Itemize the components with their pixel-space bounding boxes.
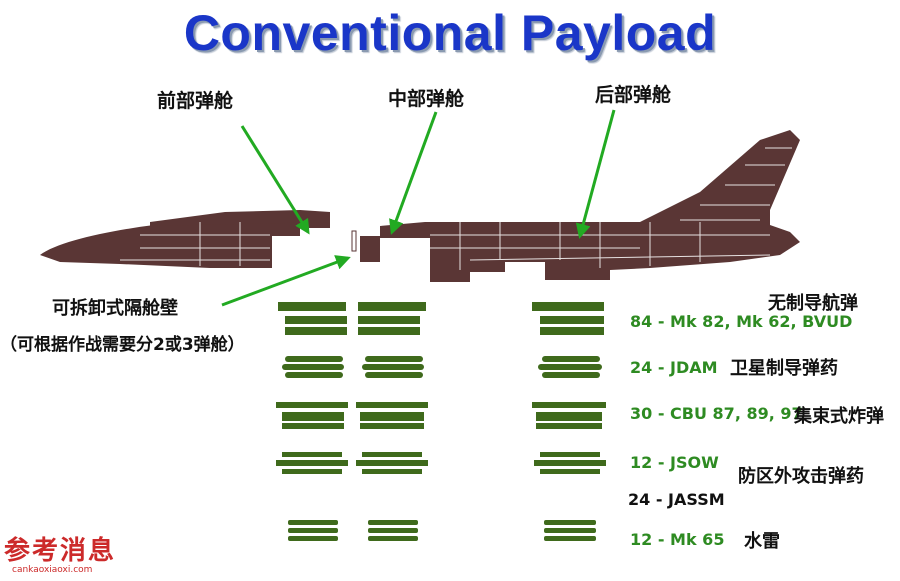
load-jdam: 24 - JDAM [630,358,718,377]
watermark-logo: 参考消息 [4,536,117,566]
bulkhead-note: （可根据作战需要分2或3弹舱） [0,335,245,355]
arrows [221,109,616,307]
load-jassm: 24 - JASSM [628,490,725,509]
page-title: Conventional Payload [183,5,717,61]
category-label-mines: 水雷 [744,531,780,552]
arrow-middle-bay [389,111,438,235]
forward-bay-label: 前部弹舱 [157,90,234,112]
aft-bay-label: 后部弹舱 [595,84,672,106]
arrow-aft-bay [575,109,616,239]
category-label-unguided: 无制导航弹 [768,293,858,314]
load-mk65: 12 - Mk 65 [630,530,725,549]
upper-fuselage [150,210,330,226]
stack-row-cbu [276,402,606,429]
category-label-satellite-guided: 卫星制导弹药 [730,358,838,379]
category-label-standoff: 防区外攻击弹药 [738,466,864,487]
stack-row-jsow [276,452,606,474]
fuselage [40,130,800,282]
watermark-url: cankaoxiaoxi.com [12,565,93,575]
load-jsow: 12 - JSOW [630,453,719,472]
stack-row-mk65 [288,520,596,541]
middle-bay-label: 中部弹舱 [388,88,465,110]
load-mk82: 84 - Mk 82, Mk 62, BVUD [630,312,853,331]
stack-row-jdam [282,356,602,378]
bulkhead-marker [351,230,357,252]
stack-row-mk82 [278,302,604,335]
arrow-bulkhead [221,255,351,307]
bulkhead-label: 可拆卸式隔舱壁 [52,298,178,319]
arrow-forward-bay [240,125,310,235]
load-cbu: 30 - CBU 87, 89, 97 [630,404,803,423]
category-label-cluster: 集束式炸弹 [794,406,884,427]
aircraft-silhouette [40,130,800,282]
munition-stacks [276,302,606,541]
panel-lines [120,147,792,270]
